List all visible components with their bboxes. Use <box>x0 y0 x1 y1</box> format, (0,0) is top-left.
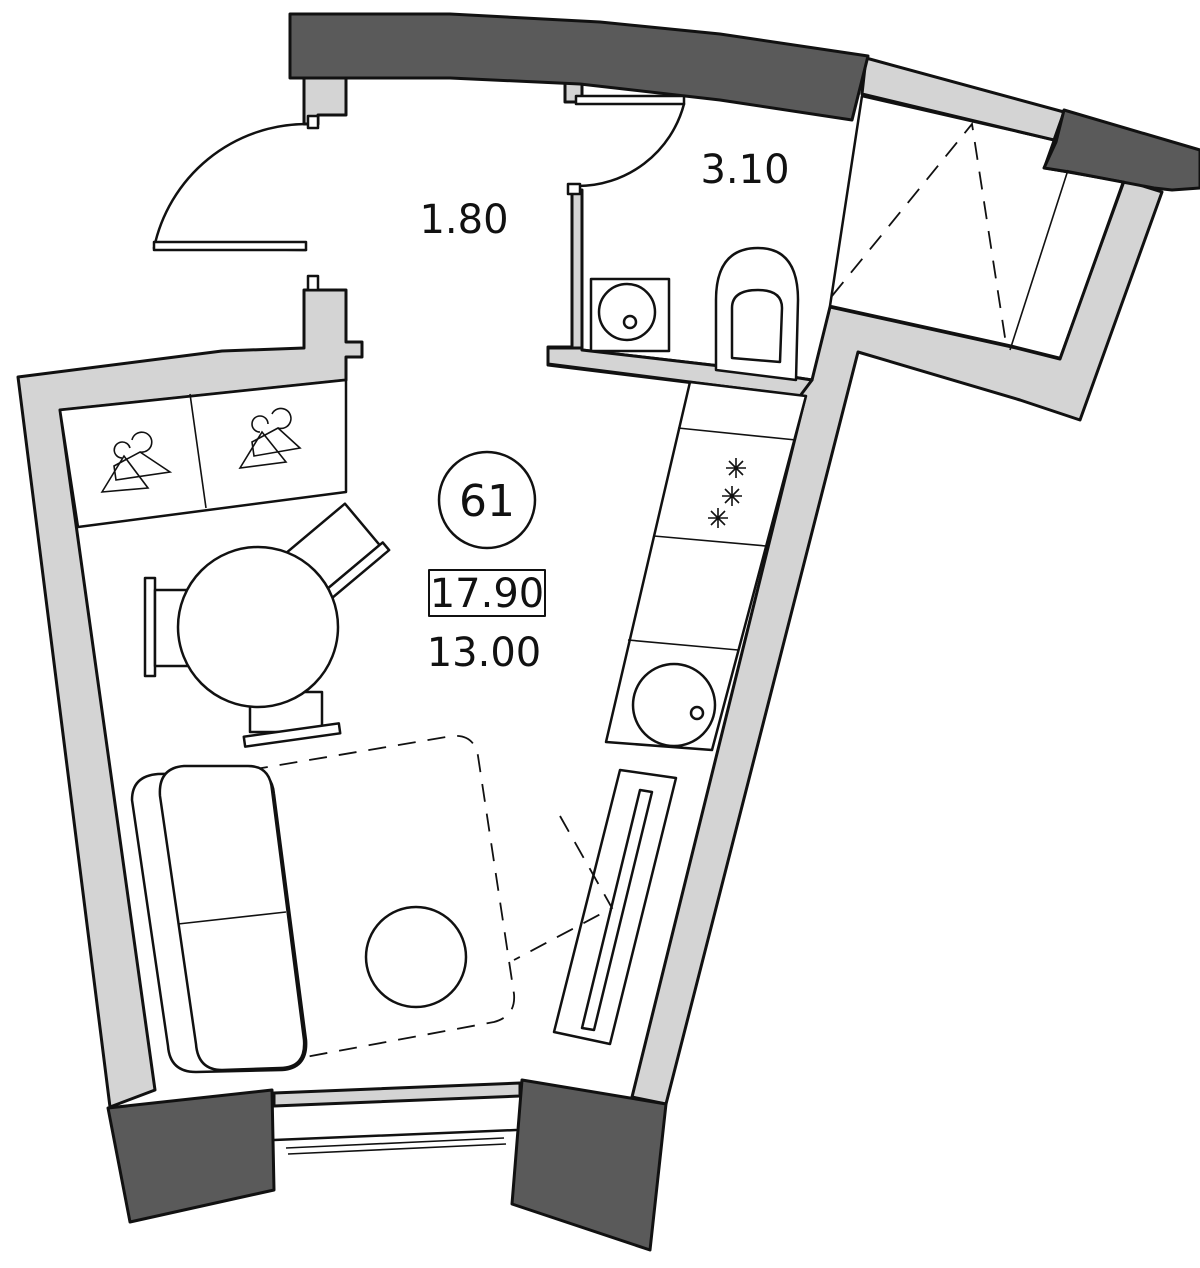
dining-set <box>143 502 391 748</box>
coffee-table <box>364 905 468 1009</box>
bathroom-door <box>566 94 686 196</box>
kitchen <box>604 380 808 752</box>
apartment-number-circle <box>437 450 537 550</box>
window <box>272 1128 518 1155</box>
bottom-left-structural-wall <box>106 1088 276 1224</box>
stove-burner-icon <box>708 458 746 528</box>
living-area <box>130 734 516 1074</box>
washbasin-icon <box>589 277 671 353</box>
total-area: 17.90 <box>430 571 545 617</box>
total-area-box <box>428 569 546 617</box>
apartment-number: 61 <box>459 476 515 527</box>
wardrobe <box>58 378 348 529</box>
hall-area-label: 1.80 <box>419 197 508 243</box>
hanger-icon <box>238 407 302 470</box>
dining-table <box>176 545 340 709</box>
cabinet <box>513 768 678 1046</box>
loggia-opening-lines <box>831 121 1007 345</box>
loggia-outline <box>828 94 1126 360</box>
bottom-right-structural-wall <box>510 1078 668 1252</box>
toilet-icon <box>714 246 800 382</box>
structural-walls <box>106 12 1200 1252</box>
bathroom-area-label: 3.10 <box>700 147 789 193</box>
balcony-top-wall <box>860 56 1066 142</box>
kitchen-counter <box>604 380 808 752</box>
loggia <box>828 94 1126 360</box>
hanger-icon <box>100 431 173 493</box>
left-wall <box>16 288 364 1109</box>
top-structural-wall <box>288 12 870 122</box>
sink-icon <box>631 662 717 748</box>
window-frame <box>272 1081 522 1108</box>
bathroom-fixtures <box>589 246 800 382</box>
entrance-door <box>152 114 320 292</box>
living-area: 13.00 <box>427 630 542 676</box>
rug-outline <box>249 734 516 1059</box>
labels: 1.80 3.10 61 17.90 13.00 <box>419 147 789 676</box>
balcony-right-structural-wall <box>1042 108 1200 192</box>
